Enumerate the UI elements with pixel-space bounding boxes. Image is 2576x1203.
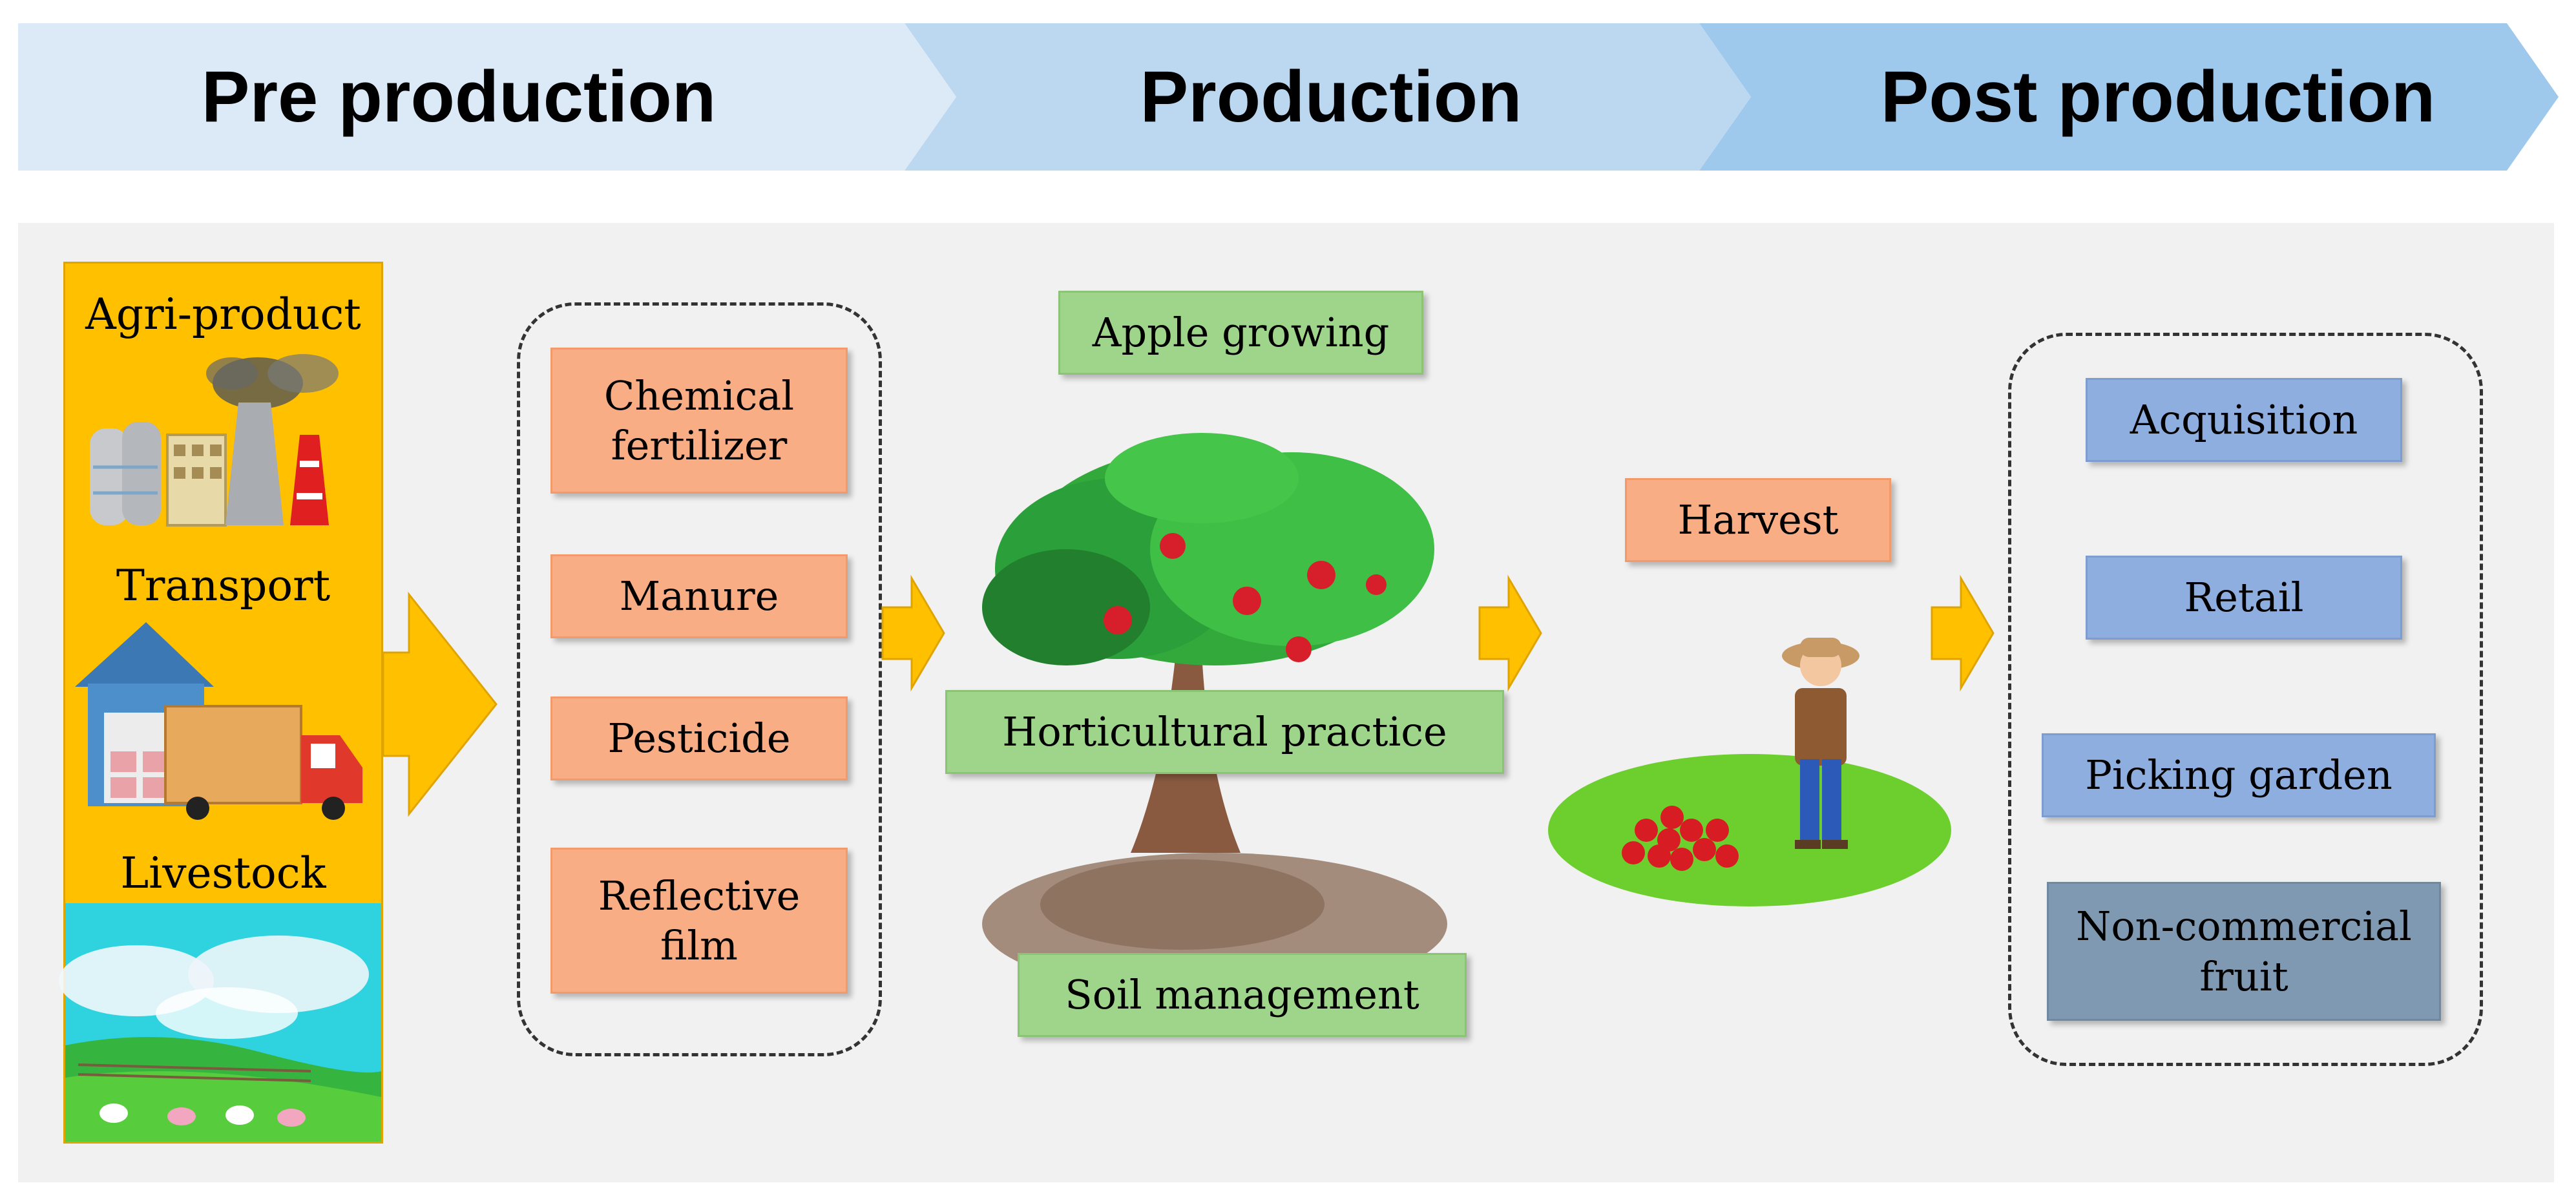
stage-arrow-post: [1699, 23, 2559, 171]
horticultural-practice-box: Horticultural practice: [945, 690, 1504, 774]
flow-arrow-1: [382, 591, 497, 817]
transport-icon: [75, 622, 362, 820]
label-livestock: Livestock: [120, 848, 326, 898]
stage-arrow-production: [905, 23, 1751, 171]
input-reflective-film: Reflective film: [550, 848, 848, 994]
stage-banner: [18, 23, 2559, 171]
factory-icon: [90, 354, 339, 527]
stage-label-production: Production: [1140, 56, 1522, 137]
stage-label-post: Post production: [1880, 56, 2436, 137]
flow-arrow-4: [1931, 574, 1995, 692]
flow-arrow-3: [1478, 574, 1542, 692]
harvest-box: Harvest: [1625, 478, 1891, 562]
retail-box: Retail: [2086, 556, 2402, 640]
inputs-group: [517, 302, 882, 1056]
soil-management-box: Soil management: [1018, 953, 1467, 1037]
pasture-icon: [59, 903, 381, 1142]
post-production-group: [2008, 333, 2483, 1066]
input-sources-column: Agri-product Transport Livestock: [59, 262, 383, 1144]
label-transport: Transport: [116, 561, 331, 611]
input-manure: Manure: [550, 554, 848, 638]
picking-garden-box: Picking garden: [2042, 733, 2436, 817]
apple-growing-box: Apple growing: [1058, 291, 1423, 375]
label-agri-product: Agri-product: [85, 289, 361, 339]
non-commercial-fruit-box: Non-commercial fruit: [2047, 882, 2441, 1021]
input-chemical-fertilizer: Chemical fertilizer: [550, 348, 848, 494]
farmer-harvest-illustration: [1548, 638, 1951, 906]
input-pesticide: Pesticide: [550, 696, 848, 780]
flow-arrow-2: [881, 574, 945, 692]
acquisition-box: Acquisition: [2086, 378, 2402, 462]
stage-arrow-pre: [18, 23, 956, 171]
stage-label-pre: Pre production: [201, 56, 717, 137]
